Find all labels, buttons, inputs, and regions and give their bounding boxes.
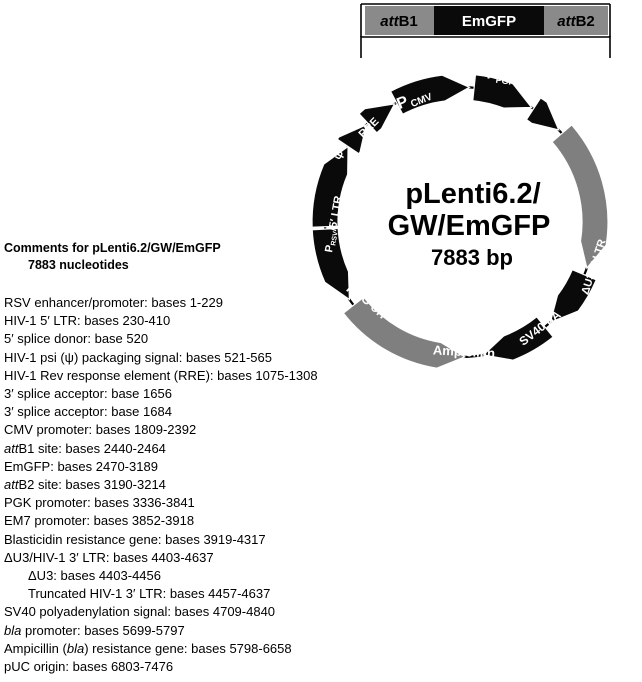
- plasmid-name-line2: GW/EmGFP: [388, 210, 551, 242]
- plasmid-name-line1: pLenti6.2/: [405, 178, 540, 210]
- comment-row: 3′ splice acceptor: base 1684: [4, 404, 172, 420]
- ampicillin-label: Ampicillin: [433, 342, 496, 360]
- attb1-label: attB1: [380, 13, 418, 30]
- pcmv-arrow: [389, 74, 471, 116]
- comment-row: HIV-1 5′ LTR: bases 230-410: [4, 313, 171, 329]
- comment-row: Blasticidin resistance gene: bases 3919-…: [4, 531, 266, 547]
- pgk-arrow: [472, 74, 533, 109]
- insert-bar: attB1 EmGFP attB2: [360, 3, 611, 58]
- emgfp-box: [434, 6, 544, 35]
- comment-row: CMV promoter: bases 1809-2392: [4, 422, 197, 438]
- emgfp-label: EmGFP: [462, 13, 516, 30]
- comments-title: Comments for pLenti6.2/GW/EmGFP: [4, 241, 221, 255]
- attb2-box: [544, 6, 608, 35]
- comment-row: ΔU3: bases 4403-4456: [28, 568, 161, 584]
- feature-arcs: [311, 74, 609, 369]
- comment-row: SV40 polyadenylation signal: bases 4709-…: [4, 604, 276, 620]
- comment-row: Ampicillin (bla) resistance gene: bases …: [4, 640, 292, 656]
- plasmid-map: attB1 EmGFP attB2 PPGK EM7 Blasticidin Δ…: [311, 3, 611, 369]
- comment-row: EM7 promoter: bases 3852-3918: [4, 513, 195, 529]
- blasticidin-arrow: [551, 124, 609, 270]
- du3-ltr-arrow: [549, 268, 598, 324]
- attb2-label: attB2: [557, 13, 595, 30]
- plasmid-size: 7883 bp: [431, 245, 513, 270]
- comments-header: Comments for pLenti6.2/GW/EmGFP 7883 nuc…: [4, 240, 221, 274]
- comment-row: EmGFP: bases 2470-3189: [4, 458, 158, 474]
- psi-arrow: [336, 123, 368, 155]
- rre-arrow: [358, 103, 396, 134]
- comment-row: PGK promoter: bases 3336-3841: [4, 495, 195, 511]
- em7-label: EM7: [547, 90, 571, 111]
- comment-row: Truncated HIV-1 3′ LTR: bases 4457-4637: [28, 586, 271, 602]
- ampicillin-arrow: [342, 296, 467, 369]
- comment-row: attB1 site: bases 2440-2464: [4, 440, 166, 456]
- sv40-pa-arrow: [482, 315, 554, 361]
- comment-row: pUC origin: bases 6803-7476: [4, 659, 174, 675]
- comment-row: 3′ splice acceptor: base 1656: [4, 386, 172, 402]
- comment-row: bla promoter: bases 5699-5797: [4, 622, 185, 638]
- puc-ori-arrow: [311, 227, 351, 301]
- comments-subtitle: 7883 nucleotides: [28, 258, 129, 272]
- comment-row: ΔU3/HIV-1 3′ LTR: bases 4403-4637: [4, 549, 214, 565]
- comment-row: RSV enhancer/promoter: bases 1-229: [4, 295, 223, 310]
- comment-row: HIV-1 psi (ψ) packaging signal: bases 52…: [4, 349, 272, 365]
- attb1-box: [365, 6, 434, 35]
- comment-row: 5′ splice donor: base 520: [4, 331, 149, 347]
- em7-arrow: [525, 97, 560, 131]
- pgk-label: PPGK: [486, 65, 518, 87]
- comment-row: attB2 site: bases 3190-3214: [4, 477, 166, 493]
- comment-row: HIV-1 Rev response element (RRE): bases …: [4, 367, 318, 383]
